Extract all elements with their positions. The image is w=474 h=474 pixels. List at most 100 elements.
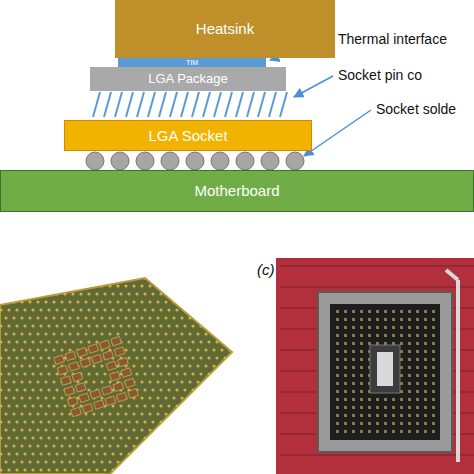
land-pad [100, 380, 103, 383]
land-pad [111, 292, 114, 295]
land-pad [135, 372, 138, 375]
land-pad [31, 356, 34, 359]
land-pad [92, 316, 95, 319]
land-pad [76, 444, 79, 447]
land-pad [239, 372, 242, 375]
land-pad [204, 364, 207, 367]
land-pad [132, 284, 135, 287]
socket-pin [400, 326, 403, 329]
land-pad [183, 340, 186, 343]
pin-contact [137, 92, 144, 117]
socket-pin [432, 430, 435, 433]
land-pad [68, 284, 71, 287]
land-pad [167, 372, 170, 375]
land-pad [167, 324, 170, 327]
land-pad [36, 268, 39, 271]
land-pad [52, 412, 55, 415]
land-pad [140, 268, 143, 271]
capacitor [54, 355, 65, 364]
land-pad [100, 460, 103, 463]
land-pad [220, 284, 223, 287]
solder-ball [136, 152, 154, 170]
socket-pin [352, 350, 355, 353]
land-pad [47, 468, 50, 471]
land-pad [156, 300, 159, 303]
capacitor [114, 347, 125, 356]
socket-pin [352, 326, 355, 329]
land-pad [63, 436, 66, 439]
land-pad [12, 284, 15, 287]
land-pad [140, 284, 143, 287]
land-pad [151, 436, 154, 439]
land-pad [63, 324, 66, 327]
land-pad [124, 284, 127, 287]
solder-ball [86, 152, 104, 170]
land-pad [76, 284, 79, 287]
land-pad [119, 436, 122, 439]
land-pad [196, 396, 199, 399]
socket-pin [424, 422, 427, 425]
socket-pin [392, 406, 395, 409]
capacitor [77, 348, 88, 357]
socket-pin [376, 326, 379, 329]
land-pad [79, 340, 82, 343]
land-pad [204, 268, 207, 271]
land-pad [7, 436, 10, 439]
land-pad [119, 468, 122, 471]
land-pad [148, 428, 151, 431]
land-pad [39, 372, 42, 375]
land-pad [199, 388, 202, 391]
land-pad [31, 308, 34, 311]
land-pad [151, 308, 154, 311]
land-pad [28, 284, 31, 287]
land-pad [204, 380, 207, 383]
land-pad [23, 276, 26, 279]
land-pad [36, 364, 39, 367]
land-pad [172, 460, 175, 463]
land-pad [180, 428, 183, 431]
land-pad [39, 452, 42, 455]
land-pad [100, 332, 103, 335]
capacitor [61, 376, 72, 385]
land-pad [15, 436, 18, 439]
land-pad [36, 444, 39, 447]
land-pad [215, 292, 218, 295]
land-pad [135, 452, 138, 455]
land-pad [0, 468, 3, 471]
land-pad [239, 404, 242, 407]
land-pad [172, 316, 175, 319]
land-pad [236, 300, 239, 303]
land-pad [223, 340, 226, 343]
land-pad [180, 316, 183, 319]
land-pad [140, 332, 143, 335]
land-pad [223, 468, 226, 471]
land-pad [191, 308, 194, 311]
land-pad [116, 412, 119, 415]
land-pad [36, 396, 39, 399]
land-pad [31, 372, 34, 375]
land-pad [15, 324, 18, 327]
land-pad [4, 396, 7, 399]
capacitor [64, 386, 75, 395]
land-pad [207, 292, 210, 295]
socket-pin [352, 390, 355, 393]
socket-pin [416, 334, 419, 337]
capacitor [79, 393, 90, 402]
socket-pin [408, 318, 411, 321]
capacitor [75, 383, 86, 392]
capacitor [65, 351, 76, 360]
socket-pin [432, 414, 435, 417]
land-pad [236, 380, 239, 383]
land-pad [92, 300, 95, 303]
socket-pin [344, 318, 347, 321]
land-pad [167, 308, 170, 311]
land-pad [0, 356, 3, 359]
socket-pin [360, 374, 363, 377]
land-pad [175, 356, 178, 359]
land-pad [167, 436, 170, 439]
land-pad [20, 284, 23, 287]
land-pad [76, 316, 79, 319]
land-pad [196, 412, 199, 415]
land-pad [180, 444, 183, 447]
land-pad [108, 412, 111, 415]
